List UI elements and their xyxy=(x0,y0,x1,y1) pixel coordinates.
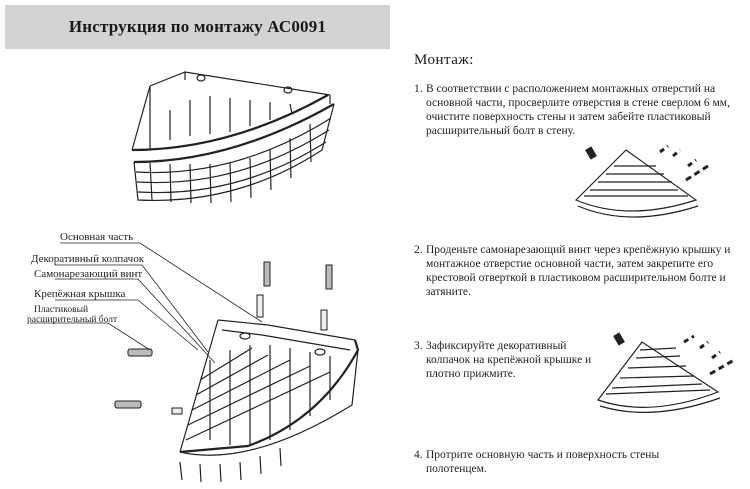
exploded-shelf-drawing xyxy=(179,319,360,483)
screws-upper xyxy=(256,261,333,331)
step-text: В соответствии с расположением монтажных… xyxy=(426,83,730,137)
step-number: 4. xyxy=(414,449,423,461)
step-number: 2. xyxy=(414,244,423,256)
leader-lines xyxy=(30,242,263,364)
label-self-tapping-screw: Самонарезающий винт xyxy=(34,268,143,280)
assembled-shelf-drawing xyxy=(131,71,335,204)
step-text: Протрите основную часть и поверхность ст… xyxy=(426,449,660,475)
label-plastic-anchor-2: расширительный болт xyxy=(27,315,118,325)
step-1: 1. В соответствии с расположением монтаж… xyxy=(414,82,750,138)
step-2: 2. Проденьте самонарезающий винт через к… xyxy=(414,243,750,299)
label-plastic-anchor-1: Пластиковый xyxy=(34,305,89,315)
step-number: 3. xyxy=(414,340,423,352)
label-mounting-cover: Крепёжная крышка xyxy=(34,288,126,300)
page-title: Инструкция по монтажу АС0091 xyxy=(68,17,327,36)
step-4: 4. Протрите основную часть и поверхность… xyxy=(414,448,714,476)
anchors-left xyxy=(114,348,183,415)
step-1-illustration xyxy=(574,144,709,218)
label-decorative-cap: Декоративный колпачок xyxy=(31,253,145,265)
step-number: 1. xyxy=(414,83,423,95)
step-3: 3. Зафиксируйте декоративный колпачок на… xyxy=(414,339,599,381)
label-main-part: Основная часть xyxy=(60,231,134,243)
mounting-heading: Монтаж: xyxy=(414,52,474,68)
shelf-illustrations xyxy=(30,71,360,483)
step-text: Проденьте самонарезающий винт через креп… xyxy=(426,244,731,298)
step-text: Зафиксируйте декоративный колпачок на кр… xyxy=(426,340,592,380)
step-3-illustration xyxy=(597,332,735,413)
title-bar: Инструкция по монтажу АС0091 xyxy=(5,5,390,49)
